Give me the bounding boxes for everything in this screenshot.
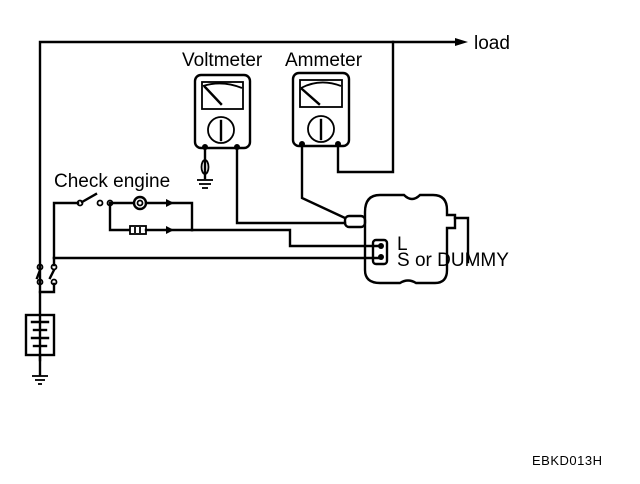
terminal-l-label: L bbox=[397, 234, 408, 255]
load-label: load bbox=[474, 33, 510, 54]
battery-ground-icon bbox=[32, 375, 48, 385]
alternator-bracket bbox=[453, 216, 470, 264]
figure-code: EBKD013H bbox=[532, 453, 602, 468]
terminal-s-label: S or DUMMY bbox=[397, 250, 509, 271]
resistor-branch-wire bbox=[108, 201, 132, 232]
ammeter bbox=[291, 71, 351, 148]
voltmeter-label: Voltmeter bbox=[182, 50, 263, 71]
voltmeter bbox=[193, 73, 252, 150]
ground-icon bbox=[197, 179, 213, 189]
resistor-icon bbox=[129, 225, 147, 235]
check-engine-label: Check engine bbox=[54, 171, 170, 192]
lamp-diode-wire bbox=[144, 201, 194, 232]
diode-icon bbox=[166, 199, 174, 207]
voltmeter-scale bbox=[202, 82, 243, 89]
switch-contact bbox=[80, 192, 98, 204]
voltmeter-needle bbox=[203, 85, 223, 106]
voltmeter-dial bbox=[201, 81, 244, 110]
ammeter-body bbox=[291, 71, 351, 148]
fuse-join-wire bbox=[38, 282, 56, 294]
ammeter-needle bbox=[300, 87, 321, 106]
clip-icon bbox=[200, 159, 210, 175]
alternator bbox=[343, 193, 470, 285]
ammeter-b-wire bbox=[300, 142, 347, 220]
ammeter-knob bbox=[307, 115, 335, 143]
ammeter-dial bbox=[299, 79, 343, 108]
alternator-connector bbox=[371, 238, 389, 266]
ignition-branch-wire bbox=[52, 201, 80, 260]
l-terminal-wire bbox=[190, 228, 383, 248]
alternator-body bbox=[363, 193, 457, 285]
alternator-b-terminal bbox=[343, 214, 367, 229]
diode-icon-2 bbox=[166, 226, 174, 234]
voltmeter-knob bbox=[207, 116, 235, 144]
voltmeter-body bbox=[193, 73, 252, 150]
load-arrow-icon bbox=[455, 38, 468, 46]
ammeter-feed-wire bbox=[336, 40, 395, 174]
ammeter-label: Ammeter bbox=[285, 50, 363, 71]
main-feed-wire bbox=[38, 40, 457, 362]
check-engine-lamp-icon bbox=[132, 195, 148, 211]
voltmeter-b-wire bbox=[235, 145, 347, 225]
ammeter-scale bbox=[300, 81, 342, 89]
ammeter-pos-terminal bbox=[335, 141, 341, 147]
ignition-switch bbox=[76, 192, 114, 207]
